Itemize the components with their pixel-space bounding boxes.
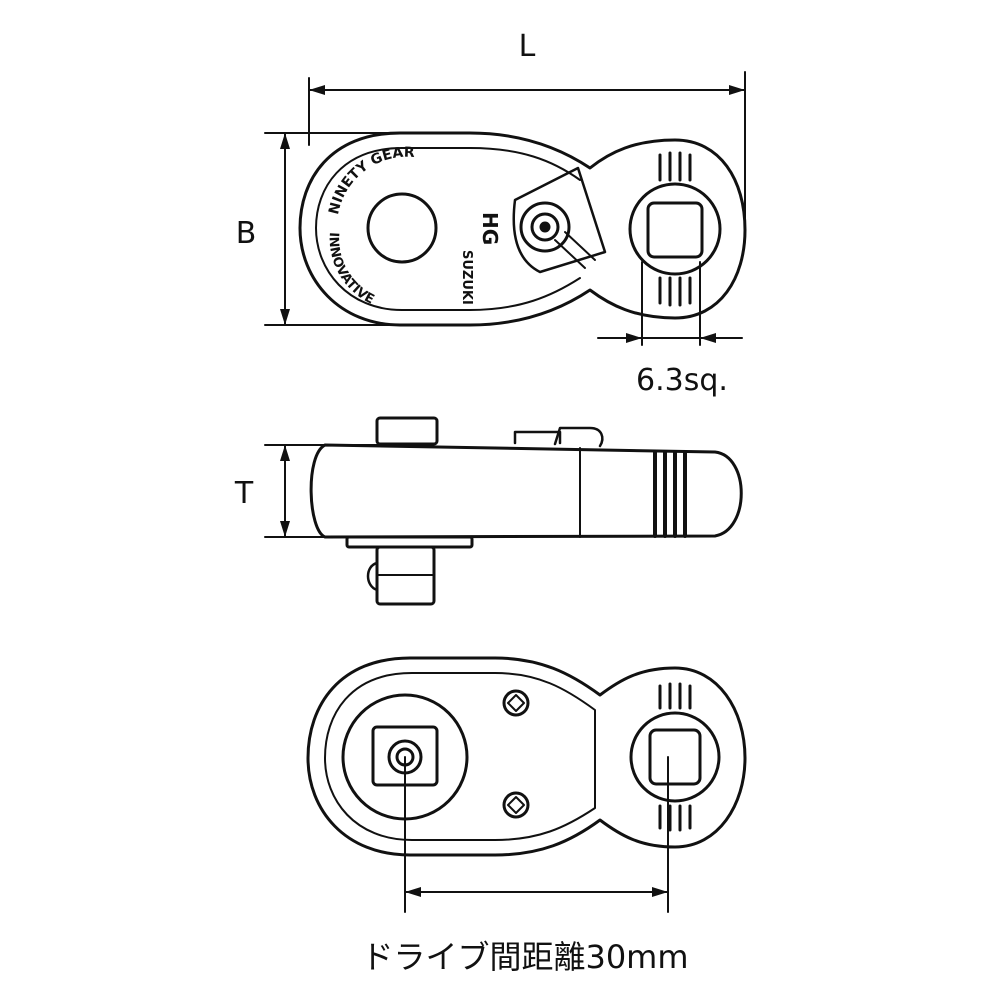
thickness-label: T (234, 476, 254, 511)
square-drive-label: 6.3sq. (636, 363, 728, 398)
bottom-view (306, 656, 747, 913)
head-body-outline (298, 131, 747, 327)
switch-knob (519, 201, 571, 253)
drive-distance-label: ドライブ間距離30mm (361, 938, 688, 976)
length-label: L (519, 29, 536, 64)
engraving-upper: NINETY GEAR (326, 145, 415, 216)
top-view (264, 71, 747, 346)
drive-hole (366, 192, 438, 264)
engraving-brand: SUZUKI (459, 250, 474, 305)
engraving-logo: HG (478, 212, 502, 245)
side-body-outline (309, 443, 743, 539)
switch-lever (512, 166, 607, 274)
release-button (375, 416, 439, 446)
bottom-body-outline (306, 656, 747, 857)
side-view (264, 416, 743, 606)
square-socket (646, 201, 704, 259)
width-label: B (236, 216, 257, 251)
